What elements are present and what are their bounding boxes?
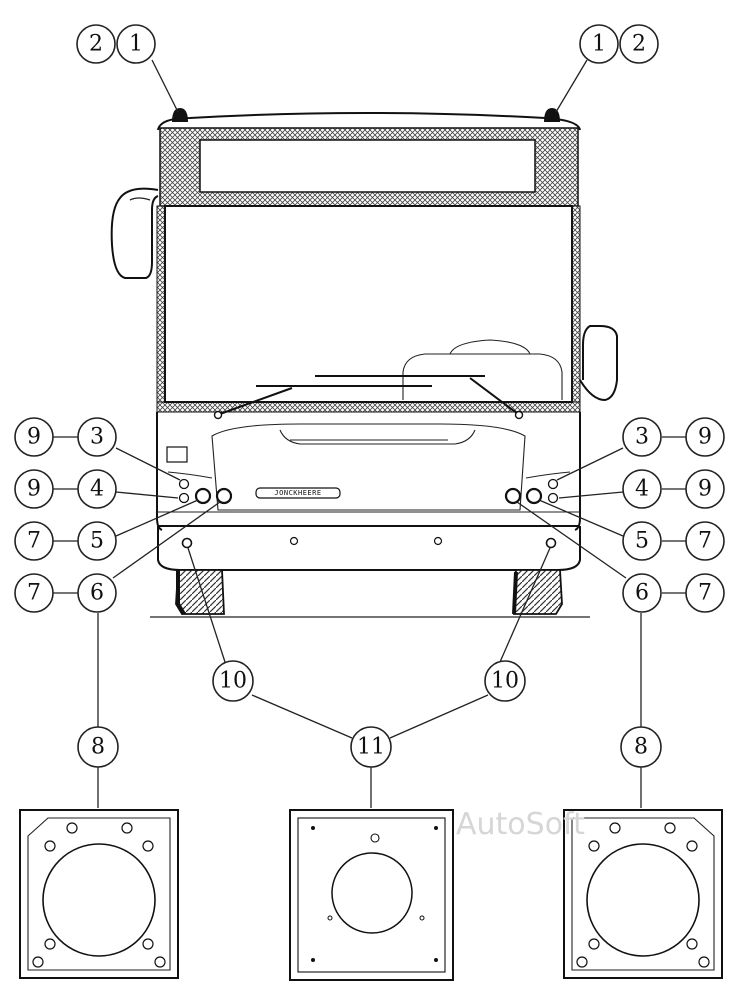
callout-1-top-right: 1 <box>579 24 619 64</box>
svg-text:4: 4 <box>635 477 649 502</box>
lamp-left-5 <box>194 487 212 505</box>
fog-lamp-left <box>181 537 193 549</box>
lamp-right-6 <box>504 487 522 505</box>
callout-8-right: 8 <box>620 726 662 768</box>
svg-text:3: 3 <box>90 425 104 450</box>
callout-7-right-b: 7 <box>685 573 725 613</box>
mirror-right <box>579 325 618 402</box>
svg-text:10: 10 <box>491 669 519 694</box>
callout-7-left-b: 7 <box>14 573 54 613</box>
svg-text:8: 8 <box>634 735 648 760</box>
callout-group: 2 1 1 2 9 3 9 4 7 5 7 6 3 9 4 9 5 7 6 7 … <box>14 24 725 768</box>
callout-4-left: 4 <box>77 469 117 509</box>
callout-2-top-left: 2 <box>76 24 116 64</box>
lamp-right-4 <box>547 492 559 504</box>
svg-text:6: 6 <box>90 581 104 606</box>
svg-text:7: 7 <box>698 581 712 606</box>
wheel-left <box>175 569 225 615</box>
callout-10-right: 10 <box>484 660 526 702</box>
svg-text:1: 1 <box>129 32 143 57</box>
mounting-plate-center <box>289 809 454 981</box>
callout-7-left-a: 7 <box>14 521 54 561</box>
watermark: AutoSoft <box>456 807 585 842</box>
svg-text:1: 1 <box>592 32 606 57</box>
callout-9-right-b: 9 <box>685 469 725 509</box>
svg-text:6: 6 <box>635 581 649 606</box>
callout-1-top-left: 1 <box>116 24 156 64</box>
leader-lines <box>53 59 687 808</box>
callout-3-right: 3 <box>622 417 662 457</box>
lamp-left-3 <box>178 478 190 490</box>
callout-11: 11 <box>350 726 392 768</box>
callout-4-right: 4 <box>622 469 662 509</box>
callout-9-right-a: 9 <box>685 417 725 457</box>
svg-text:5: 5 <box>635 529 649 554</box>
brand-badge <box>255 487 341 499</box>
mirror-left <box>110 187 159 279</box>
svg-text:9: 9 <box>698 425 712 450</box>
svg-text:5: 5 <box>90 529 104 554</box>
svg-text:2: 2 <box>89 32 103 57</box>
svg-text:9: 9 <box>27 425 41 450</box>
callout-5-right: 5 <box>622 521 662 561</box>
callout-7-right-a: 7 <box>685 521 725 561</box>
lamp-right-5 <box>525 487 543 505</box>
fog-lamp-right <box>545 537 557 549</box>
destination-display <box>199 139 536 193</box>
callout-6-left: 6 <box>77 573 117 613</box>
svg-text:7: 7 <box>27 529 41 554</box>
svg-text:2: 2 <box>632 32 646 57</box>
svg-text:4: 4 <box>90 477 104 502</box>
lamp-left-4 <box>178 492 190 504</box>
svg-text:3: 3 <box>635 425 649 450</box>
callout-8-left: 8 <box>77 726 119 768</box>
callout-5-left: 5 <box>77 521 117 561</box>
callout-6-right: 6 <box>622 573 662 613</box>
svg-text:9: 9 <box>698 477 712 502</box>
callout-2-top-right: 2 <box>619 24 659 64</box>
windshield <box>164 205 573 403</box>
lamp-right-3 <box>547 478 559 490</box>
svg-text:7: 7 <box>698 529 712 554</box>
svg-text:7: 7 <box>27 581 41 606</box>
callout-3-left: 3 <box>77 417 117 457</box>
mounting-plate-left <box>19 809 179 979</box>
svg-text:8: 8 <box>91 735 105 760</box>
callout-9-left-a: 9 <box>14 417 54 457</box>
svg-text:9: 9 <box>27 477 41 502</box>
svg-text:11: 11 <box>357 735 385 760</box>
mounting-plate-right <box>563 809 723 979</box>
callout-10-left: 10 <box>212 660 254 702</box>
lamp-left-6 <box>215 487 233 505</box>
svg-text:10: 10 <box>219 669 247 694</box>
callout-9-left-b: 9 <box>14 469 54 509</box>
bus-front-view: JONCKHEERE <box>110 108 618 618</box>
brand-badge-text: JONCKHEERE <box>274 489 321 497</box>
